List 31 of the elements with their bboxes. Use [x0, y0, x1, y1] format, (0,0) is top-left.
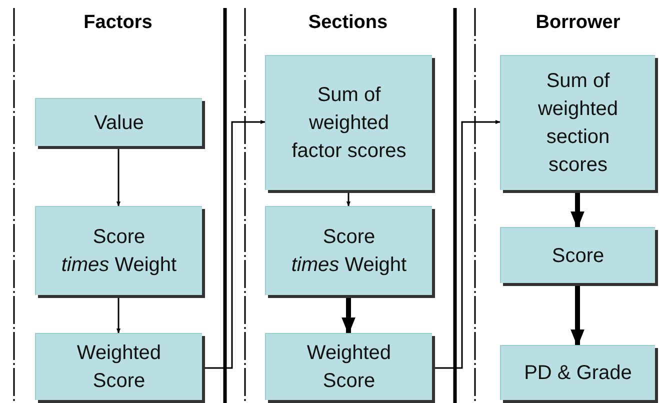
process-box [265, 55, 432, 190]
process-box [500, 227, 655, 283]
box-text: times Weight [61, 253, 177, 278]
connector-arrow [205, 120, 266, 369]
box-text: Value [94, 110, 144, 136]
box-text: Score [92, 225, 146, 250]
box-text: times Weight [291, 253, 407, 278]
column-heading: Factors [82, 12, 154, 34]
connector-arrow [116, 298, 121, 334]
box-text: Score [322, 225, 376, 250]
connector-arrow [116, 149, 121, 207]
box-text: PD & Grade [524, 361, 632, 386]
column-heading: Sections [307, 12, 389, 34]
process-box [500, 345, 655, 400]
process-box [35, 98, 202, 146]
process-box [265, 333, 432, 400]
connector-arrow [570, 286, 584, 347]
process-box [500, 55, 655, 190]
box-text: Score [552, 244, 604, 268]
connector-arrow [435, 120, 501, 369]
connector-arrow [342, 298, 356, 335]
box-text: Sum of weighted section scores [536, 69, 620, 178]
process-box [35, 333, 202, 400]
connector-arrow [570, 193, 584, 229]
box-text: Sum of weighted factor scores [290, 83, 408, 164]
process-box [35, 206, 202, 295]
box-text: Weighted Score [306, 341, 392, 394]
column-heading: Borrower [534, 12, 622, 34]
connector-arrow [346, 193, 351, 207]
process-box [265, 206, 432, 295]
box-text: Weighted Score [76, 341, 162, 394]
